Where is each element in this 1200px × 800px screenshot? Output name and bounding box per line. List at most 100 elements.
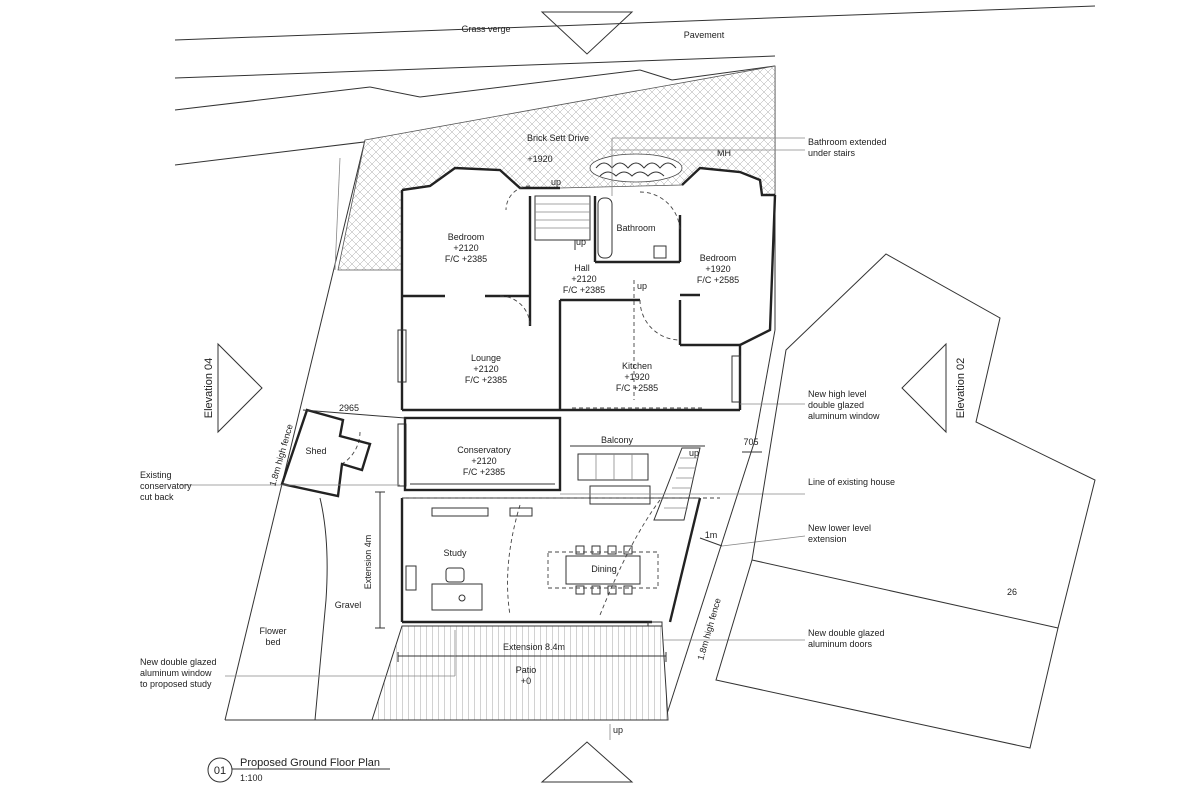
patio-decking bbox=[371, 625, 669, 721]
svg-text:F/C +2385: F/C +2385 bbox=[463, 467, 505, 477]
fence-right-label: 1.8m high fence bbox=[695, 597, 722, 661]
svg-text:F/C +2385: F/C +2385 bbox=[465, 375, 507, 385]
stair-up-label-3: up bbox=[637, 281, 647, 291]
svg-text:F/C +2585: F/C +2585 bbox=[697, 275, 739, 285]
svg-text:+2120: +2120 bbox=[453, 243, 478, 253]
svg-text:+0: +0 bbox=[521, 676, 531, 686]
hall-stairs bbox=[534, 195, 591, 250]
balcony bbox=[570, 445, 705, 505]
annotation-leaders bbox=[180, 149, 806, 740]
dimension-1m: 1m bbox=[705, 530, 718, 540]
balcony-label: Balcony bbox=[601, 435, 634, 445]
annotation-new-high-level-window: New high level double glazed aluminum wi… bbox=[808, 389, 880, 421]
drawing-title: Proposed Ground Floor Plan bbox=[240, 757, 380, 769]
extension-walls bbox=[400, 497, 720, 624]
svg-text:aluminum window: aluminum window bbox=[808, 411, 880, 421]
dimension-2965: 2965 bbox=[339, 403, 359, 413]
conservatory-walls bbox=[403, 416, 562, 492]
elevation-02-label: Elevation 02 bbox=[955, 358, 967, 419]
svg-text:cut back: cut back bbox=[140, 492, 174, 502]
neighbour-buildings bbox=[715, 253, 1096, 749]
grass-verge-label: Grass verge bbox=[461, 24, 510, 34]
annotation-new-doors: New double glazed aluminum doors bbox=[808, 628, 885, 649]
annotation-line-existing-house: Line of existing house bbox=[808, 477, 895, 487]
svg-text:+2120: +2120 bbox=[473, 364, 498, 374]
flower-bed-label-1: Flower bbox=[259, 626, 286, 636]
svg-text:+1920: +1920 bbox=[705, 264, 730, 274]
balcony-stairs bbox=[653, 447, 701, 521]
svg-text:New lower level: New lower level bbox=[808, 523, 871, 533]
stair-up-label-2: up bbox=[576, 237, 586, 247]
svg-text:Hall: Hall bbox=[574, 263, 590, 273]
shed bbox=[280, 408, 372, 498]
dining-label: Dining bbox=[591, 564, 617, 574]
bedroom-left-label: Bedroom +2120 F/C +2385 bbox=[445, 232, 487, 264]
drawing-scale: 1:100 bbox=[240, 773, 263, 783]
svg-text:aluminum window: aluminum window bbox=[140, 668, 212, 678]
neighbour-number-label: 26 bbox=[1007, 587, 1017, 597]
elevation-04-label: Elevation 04 bbox=[203, 358, 215, 419]
svg-text:Lounge: Lounge bbox=[471, 353, 501, 363]
svg-text:+2120: +2120 bbox=[571, 274, 596, 284]
drawing-number: 01 bbox=[214, 765, 226, 777]
patio-label: Patio +0 bbox=[516, 665, 537, 686]
svg-text:New double glazed: New double glazed bbox=[140, 657, 217, 667]
tree-icon bbox=[589, 153, 683, 183]
annotation-existing-conservatory: Existing conservatory cut back bbox=[140, 470, 192, 502]
svg-text:under stairs: under stairs bbox=[808, 148, 856, 158]
house-walls bbox=[400, 166, 777, 412]
svg-text:F/C +2385: F/C +2385 bbox=[445, 254, 487, 264]
svg-text:to proposed study: to proposed study bbox=[140, 679, 212, 689]
door-swings bbox=[341, 185, 705, 616]
bedroom-right-label: Bedroom +1920 F/C +2585 bbox=[697, 253, 739, 285]
stair-up-label-5: up bbox=[613, 725, 623, 735]
annotation-new-window-study: New double glazed aluminum window to pro… bbox=[140, 657, 217, 689]
bath-fixture bbox=[597, 197, 613, 259]
svg-text:extension: extension bbox=[808, 534, 847, 544]
bathroom-label: Bathroom bbox=[616, 223, 655, 233]
elevation-marker-top bbox=[540, 11, 634, 55]
svg-text:conservatory: conservatory bbox=[140, 481, 192, 491]
dimension-705: 705 bbox=[743, 437, 758, 447]
flower-bed-label-2: bed bbox=[265, 637, 280, 647]
svg-text:Kitchen: Kitchen bbox=[622, 361, 652, 371]
annotation-bathroom-extended: Bathroom extended under stairs bbox=[808, 137, 887, 158]
lounge-label: Lounge +2120 F/C +2385 bbox=[465, 353, 507, 385]
annotation-new-lower-level: New lower level extension bbox=[808, 523, 871, 544]
svg-text:Bedroom: Bedroom bbox=[448, 232, 485, 242]
kitchen-label: Kitchen +1920 F/C +2585 bbox=[616, 361, 658, 393]
stair-up-label-4: up bbox=[689, 448, 699, 458]
svg-text:aluminum doors: aluminum doors bbox=[808, 639, 873, 649]
svg-text:F/C +2585: F/C +2585 bbox=[616, 383, 658, 393]
stair-up-label-1: up bbox=[551, 177, 561, 187]
study-furniture bbox=[405, 507, 533, 611]
study-label: Study bbox=[443, 548, 467, 558]
pavement-label: Pavement bbox=[684, 30, 725, 40]
drive-level-label: +1920 bbox=[527, 154, 552, 164]
svg-text:double glazed: double glazed bbox=[808, 400, 864, 410]
svg-text:Conservatory: Conservatory bbox=[457, 445, 511, 455]
kitchen-window bbox=[731, 355, 741, 403]
dimension-extension-8-4m: Extension 8.4m bbox=[503, 642, 565, 652]
elevation-marker-bottom bbox=[540, 741, 634, 783]
svg-text:+2120: +2120 bbox=[471, 456, 496, 466]
dimension-lines bbox=[302, 409, 762, 662]
dimension-extension-4m: Extension 4m bbox=[363, 535, 373, 590]
svg-text:Existing: Existing bbox=[140, 470, 172, 480]
svg-text:New high level: New high level bbox=[808, 389, 867, 399]
conservatory-label: Conservatory +2120 F/C +2385 bbox=[457, 445, 511, 477]
elevation-marker-left bbox=[217, 342, 263, 434]
hall-label: Hall +2120 F/C +2385 bbox=[563, 263, 605, 295]
gravel-label: Gravel bbox=[335, 600, 362, 610]
svg-text:Bedroom: Bedroom bbox=[700, 253, 737, 263]
lounge-window bbox=[397, 329, 407, 383]
svg-text:+1920: +1920 bbox=[624, 372, 649, 382]
brick-sett-drive-label: Brick Sett Drive bbox=[527, 133, 589, 143]
gravel-boundary bbox=[314, 497, 328, 721]
dining-table bbox=[547, 545, 659, 595]
shed-label: Shed bbox=[305, 446, 326, 456]
svg-text:Patio: Patio bbox=[516, 665, 537, 675]
svg-text:F/C +2385: F/C +2385 bbox=[563, 285, 605, 295]
svg-text:New double glazed: New double glazed bbox=[808, 628, 885, 638]
